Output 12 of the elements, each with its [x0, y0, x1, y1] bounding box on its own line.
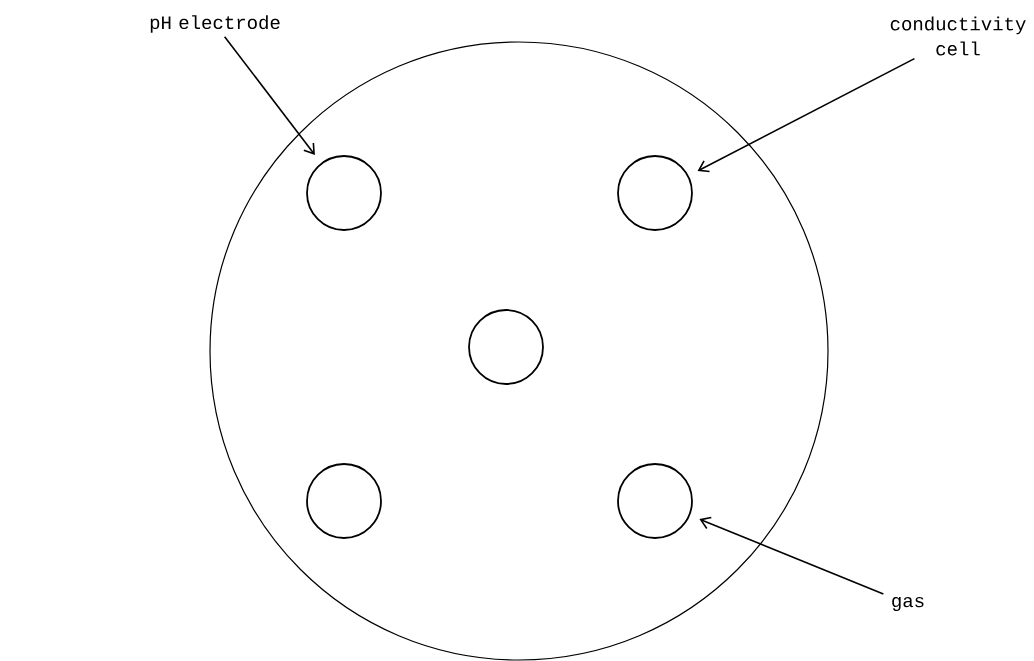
outer-circle [209, 41, 829, 661]
arrow [223, 35, 315, 155]
opening-circle [306, 155, 382, 231]
opening-circle [468, 309, 544, 385]
arrow [699, 516, 885, 595]
label-text: pH electrode [150, 15, 280, 33]
opening-circle [617, 463, 693, 539]
arrow [697, 57, 916, 173]
label-text: gas [892, 596, 924, 612]
opening-circle [617, 155, 693, 231]
label-text: conductivity cell [890, 16, 1026, 56]
opening-circle [306, 463, 382, 539]
